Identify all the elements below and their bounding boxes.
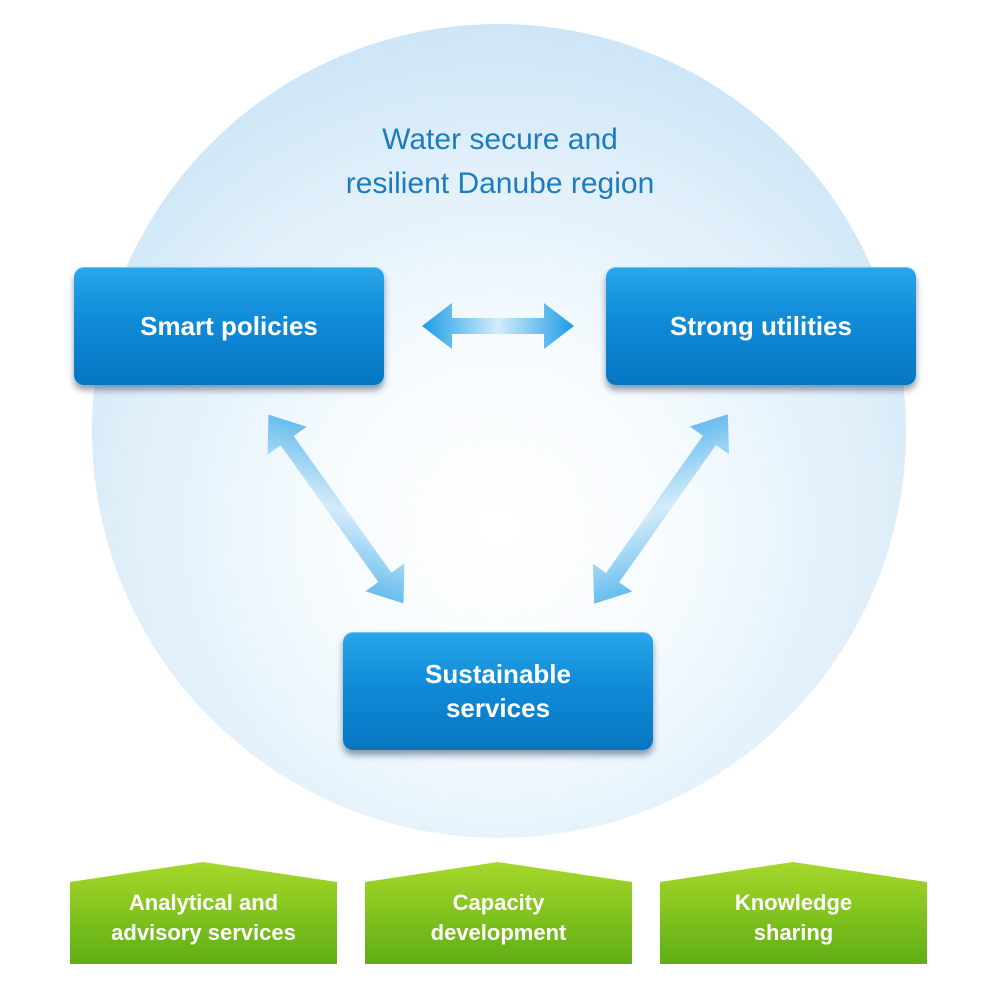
strong-utilities-label: Strong utilities <box>670 311 852 341</box>
arrow-policies-utilities <box>422 303 574 349</box>
foundation-label: Knowledge sharing <box>660 888 927 948</box>
sustainable-services-line-2: services <box>445 693 551 723</box>
foundation-label-line-1: Capacity <box>452 890 545 915</box>
foundation-label: Analytical and advisory services <box>70 888 337 948</box>
foundation-label-line-2: development <box>430 920 567 945</box>
foundation-knowledge-sharing: Knowledge sharing <box>660 862 927 964</box>
foundation-capacity-development: Capacity development <box>365 862 632 964</box>
smart-policies-box: Smart policies <box>74 267 384 385</box>
sustainable-services-box: Sustainable services <box>343 632 653 750</box>
smart-policies-label: Smart policies <box>140 311 318 341</box>
title-line-1: Water secure and <box>382 123 618 156</box>
house-shape <box>365 862 632 964</box>
house-shape <box>70 862 337 964</box>
title-line-2: resilient Danube region <box>345 167 655 200</box>
house-shape <box>660 862 927 964</box>
foundation-analytical-advisory: Analytical and advisory services <box>70 862 337 964</box>
strong-utilities-box: Strong utilities <box>606 267 916 385</box>
arrow-utilities-services <box>592 414 730 604</box>
arrow-policies-services <box>267 414 405 604</box>
foundation-label-line-1: Analytical and <box>128 890 279 915</box>
sustainable-services-line-1: Sustainable <box>425 659 571 689</box>
foundation-label-line-2: sharing <box>753 920 834 945</box>
diagram-title: Water secure and resilient Danube region <box>250 118 750 206</box>
foundation-label: Capacity development <box>365 888 632 948</box>
foundation-label-line-2: advisory services <box>111 920 296 945</box>
foundation-label-line-1: Knowledge <box>734 890 853 915</box>
